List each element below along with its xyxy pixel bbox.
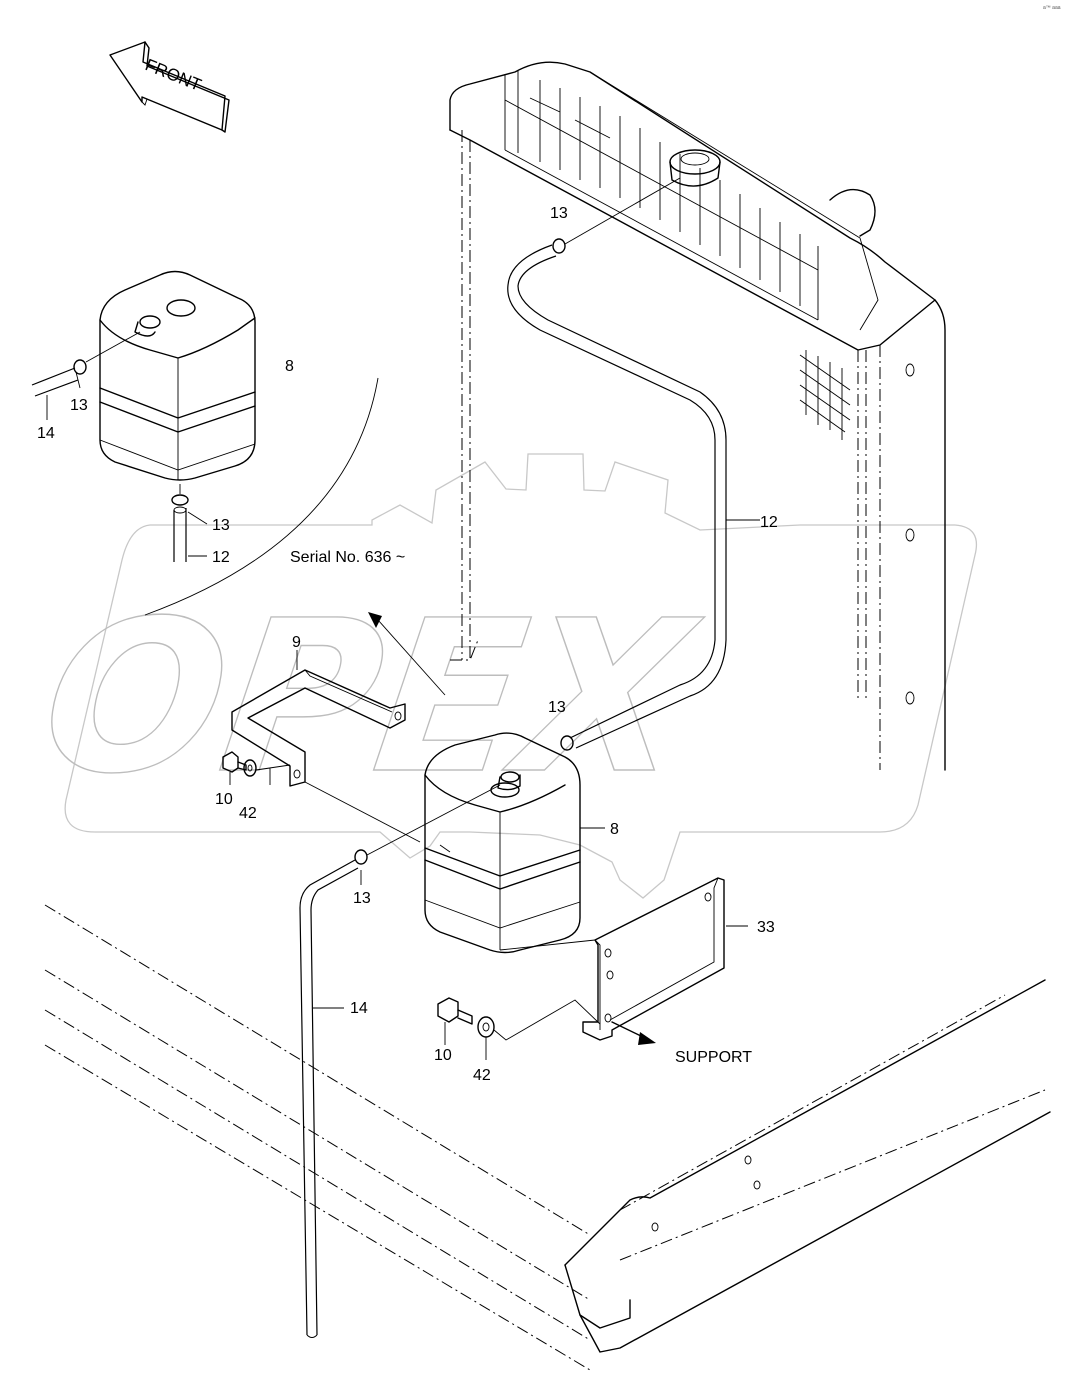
watermark-text: OPEX bbox=[30, 575, 711, 820]
callout-labels: 13 8 13 14 13 12 12 Serial No. 636 ~ 9 1… bbox=[37, 5, 1061, 1084]
callout-13-lower: 13 bbox=[353, 890, 371, 907]
base-frame bbox=[44, 904, 1051, 1371]
bolt-washer-upper bbox=[222, 751, 291, 785]
callout-14-main: 14 bbox=[350, 1000, 368, 1017]
bracket-9 bbox=[231, 650, 421, 843]
front-arrow: FRONT bbox=[109, 41, 230, 133]
hose-12-main bbox=[507, 177, 760, 751]
callout-33: 33 bbox=[757, 919, 775, 936]
callout-12-inset: 12 bbox=[212, 549, 230, 566]
callout-10-lower: 10 bbox=[434, 1047, 452, 1064]
guide-arrow bbox=[368, 612, 446, 696]
callout-8-inset: 8 bbox=[285, 358, 294, 375]
callout-13-mid: 13 bbox=[548, 699, 566, 716]
callout-13-inset-left: 13 bbox=[70, 397, 88, 414]
bolt-washer-lower bbox=[437, 997, 601, 1060]
opex-watermark: OPEX bbox=[29, 453, 978, 899]
callout-9: 9 bbox=[292, 634, 301, 651]
callout-8-main: 8 bbox=[610, 821, 619, 838]
callout-42-upper: 42 bbox=[239, 805, 257, 822]
callout-13-inset-bottom: 13 bbox=[212, 517, 230, 534]
front-label: FRONT bbox=[143, 55, 204, 95]
callout-13-top: 13 bbox=[550, 205, 568, 222]
radiator bbox=[449, 61, 946, 771]
callout-42-lower: 42 bbox=[473, 1067, 491, 1084]
corner-mark: a™ aaa bbox=[1043, 5, 1061, 11]
hose-14-main bbox=[299, 784, 501, 1338]
inset-view bbox=[31, 270, 379, 616]
support-plate-33 bbox=[499, 877, 748, 1045]
callout-12-main: 12 bbox=[760, 514, 778, 531]
callout-14-inset: 14 bbox=[37, 425, 55, 442]
serial-note: Serial No. 636 ~ bbox=[290, 549, 405, 566]
support-label: SUPPORT bbox=[675, 1049, 752, 1066]
tank-8-main bbox=[424, 732, 605, 954]
callout-10-upper: 10 bbox=[215, 791, 233, 808]
